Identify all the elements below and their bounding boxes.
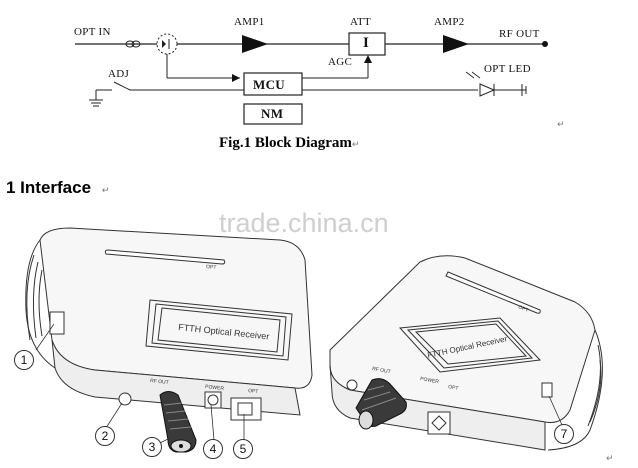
left-opt-small: OPT [206, 264, 217, 271]
right-rf-connector [355, 378, 407, 430]
rf-out-label: RF OUT [499, 28, 540, 40]
callout-1: 1 [14, 350, 34, 370]
return-mark: ↵ [606, 454, 614, 464]
callout-2: 2 [95, 426, 115, 446]
return-mark: ↵ [557, 120, 565, 130]
agc-label: AGC [328, 56, 353, 68]
left-rf-out-text: RF OUT [150, 378, 169, 386]
watermark: trade.china.cn [219, 208, 389, 238]
left-device [25, 227, 313, 421]
return-mark: ↵ [101, 186, 110, 196]
left-power-text: POWER [205, 384, 225, 392]
callout-5: 5 [233, 439, 253, 459]
device-illustration: OPT FTTH Optical Receiver RF OUT POWER O… [0, 200, 638, 468]
right-device [329, 255, 603, 451]
callout-7: 7 [554, 424, 574, 444]
opt-in-label: OPT IN [74, 26, 111, 38]
left-rf-connector [159, 391, 197, 453]
block-diagram: OPT IN AMP1 ATT I AMP2 RF OUT AGC ADJ MC… [0, 0, 638, 160]
callout-3: 3 [142, 437, 162, 457]
nm-label: NM [261, 106, 284, 121]
callout-4: 4 [203, 439, 223, 459]
adj-label: ADJ [108, 68, 130, 80]
block-diagram-lines [75, 32, 548, 125]
section-heading: 1 Interface ↵ [6, 178, 109, 198]
opt-led-label: OPT LED [484, 63, 531, 75]
left-opt-text: OPT [248, 388, 259, 395]
amp1-label: AMP1 [234, 16, 265, 28]
mcu-label: MCU [253, 77, 285, 92]
section-heading-text: 1 Interface [6, 178, 92, 197]
right-power-text: POWER [420, 376, 440, 385]
att-label: ATT [350, 16, 372, 28]
att-symbol: I [363, 35, 370, 51]
device-drawing: OPT FTTH Optical Receiver RF OUT POWER O… [25, 227, 603, 453]
figure-caption: Fig.1 Block Diagram↵ [219, 135, 359, 152]
right-opt-small: OPT [517, 304, 529, 313]
right-opt-text: OPT [448, 384, 459, 392]
figure-caption-text: Fig.1 Block Diagram [219, 135, 352, 151]
right-rf-out-text: RF OUT [372, 366, 391, 375]
return-mark: ↵ [351, 140, 360, 150]
amp2-label: AMP2 [434, 16, 465, 28]
